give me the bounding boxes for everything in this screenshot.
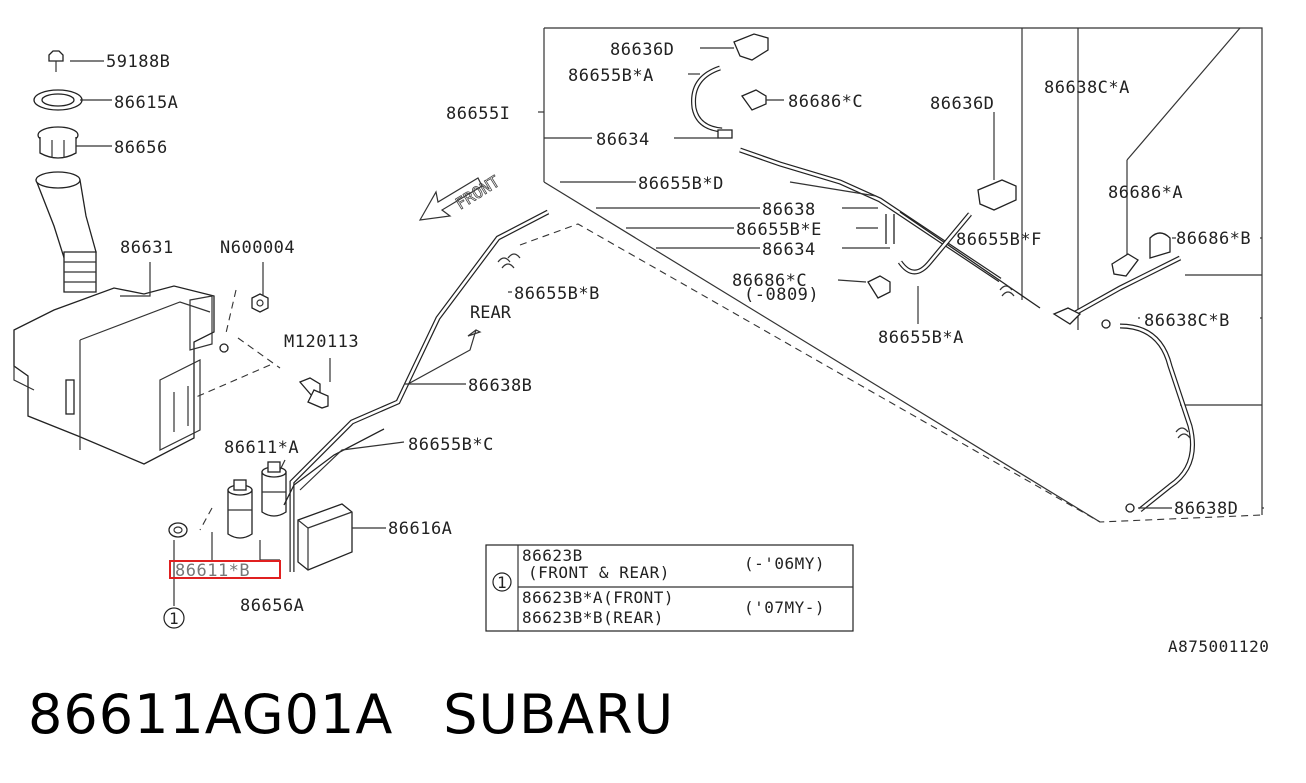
callout-86611b: 86611*B [175, 561, 250, 581]
bolt-part [298, 377, 329, 409]
callout-labels: 59188B 86615A 86656 86631 N600004 M12011… [106, 40, 1251, 616]
motor-bracket-part [297, 503, 353, 571]
callout-86686a: 86686*A [1108, 183, 1183, 203]
callout-86686b: 86686*B [1176, 229, 1251, 249]
callout-86655ba-top: 86655B*A [568, 66, 654, 86]
callout-86636d-right: 86636D [930, 94, 994, 114]
table-row-2-line1: 86623B*A(FRONT) [522, 588, 674, 607]
detail-frame [543, 27, 1263, 523]
callout-86655bc: 86655B*C [408, 435, 494, 455]
callout-59188b: 59188B [106, 52, 170, 72]
callout-86638cb: 86638C*B [1144, 311, 1230, 331]
callout-86634-top: 86634 [596, 130, 650, 150]
callout-86638b: 86638B [468, 376, 532, 396]
highlight-box [169, 560, 281, 579]
leader-lines [70, 47, 1264, 606]
washer-pump-front [261, 461, 287, 517]
rear-washer-hose [283, 209, 550, 572]
front-washer-hose [507, 65, 1195, 512]
callout-86655ba-bot: 86655B*A [878, 328, 964, 348]
table-row-2-applicability: ('07MY-) [744, 598, 825, 617]
callout-86686c-mid: 86686*C [732, 271, 807, 291]
washer-pump-rear [227, 479, 253, 539]
callout-86656a: 86656A [240, 596, 304, 616]
reference-marker-number: 1 [169, 609, 179, 628]
part-number: 86611AG01A [28, 683, 394, 746]
callout-86636d-top: 86636D [610, 40, 674, 60]
brand-name: SUBARU [443, 683, 675, 746]
hose-fittings [717, 33, 1171, 513]
nut-part [251, 293, 269, 313]
callout-86655bb: 86655B*B [514, 284, 600, 304]
table-row-2-line2: 86623B*B(REAR) [522, 608, 664, 627]
part-title: 86611AG01A SUBARU [28, 683, 674, 746]
rear-direction-arrow: REAR [407, 303, 512, 385]
callout-n600004: N600004 [220, 238, 295, 258]
grommet-part [168, 522, 188, 538]
callout-86616a: 86616A [388, 519, 452, 539]
reference-marker: 1 [163, 607, 185, 629]
callout-86638: 86638 [762, 200, 816, 220]
callout-86655be: 86655B*E [736, 220, 822, 240]
callout-86655bd: 86655B*D [638, 174, 724, 194]
callout-86638d: 86638D [1174, 499, 1238, 519]
parts-table: 1 86623B (FRONT & REAR) (-'06MY) 86623B*… [485, 544, 854, 632]
washer-reservoir-tank [13, 50, 229, 465]
callout-86655i: 86655I [446, 104, 510, 124]
front-direction-arrow: FRONT [418, 171, 504, 221]
callout-0809: (-0809) [744, 285, 819, 305]
callout-86631: 86631 [120, 238, 174, 258]
table-row-1-line1: 86623B [522, 546, 583, 565]
diagram-code: A875001120 [1168, 637, 1269, 656]
table-ref-marker: 1 [497, 573, 507, 592]
rear-label: REAR [470, 303, 512, 323]
callout-86611a: 86611*A [224, 438, 299, 458]
callout-86686c-top: 86686*C [788, 92, 863, 112]
callout-86615a: 86615A [114, 93, 178, 113]
table-row-1-applicability: (-'06MY) [744, 554, 825, 573]
callout-86655bf: 86655B*F [956, 230, 1042, 250]
callout-86634-mid: 86634 [762, 240, 816, 260]
callout-m120113: M120113 [284, 332, 359, 352]
callout-86638ca: 86638C*A [1044, 78, 1130, 98]
callout-86656: 86656 [114, 138, 168, 158]
table-row-1-line2: (FRONT & REAR) [528, 563, 670, 582]
